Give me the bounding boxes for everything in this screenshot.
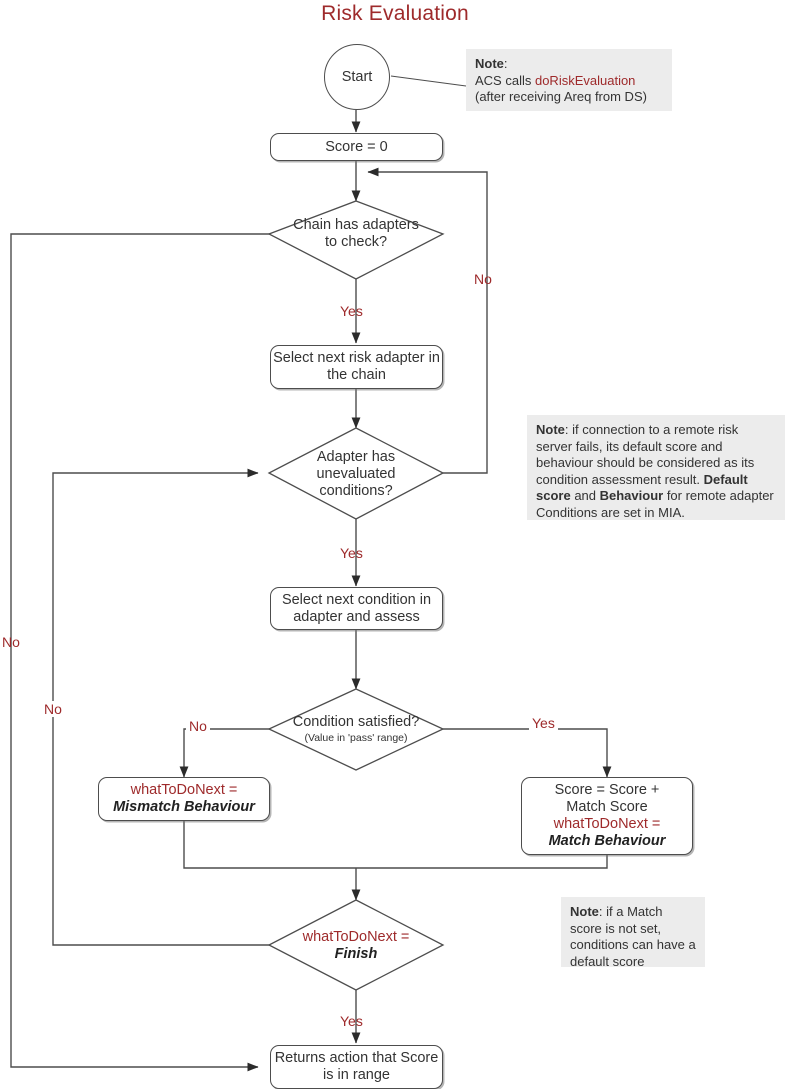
note-do-risk-evaluation: Note: ACS calls doRiskEvaluation (after … <box>466 49 672 111</box>
edge-label-finish-yes: Yes <box>340 1013 363 1029</box>
node-select-adapter[interactable]: Select next risk adapter in the chain <box>270 345 443 389</box>
node-match-line2: Match Score <box>566 799 648 815</box>
node-chain-has-adapters[interactable]: Chain has adapters to check? <box>268 214 444 254</box>
edge-label-chain-no: No <box>474 271 492 287</box>
note1-line2-red: doRiskEvaluation <box>534 72 636 88</box>
node-chain-line1: Chain has adapters <box>293 217 419 233</box>
node-mismatch-line1: whatToDoNext = <box>130 782 238 798</box>
node-start-label: Start <box>341 68 373 85</box>
node-match-line1: Score = Score + <box>554 782 660 798</box>
note3-text: : if a Match score is not set, condition… <box>570 904 696 969</box>
node-mismatch-line2: Mismatch Behaviour <box>113 799 255 815</box>
node-match-behaviour[interactable]: Score = Score + Match Score whatToDoNext… <box>521 777 693 855</box>
node-start[interactable]: Start <box>324 44 390 110</box>
note-remote-risk-server: Note: if connection to a remote risk ser… <box>527 415 785 520</box>
node-adapter-has-conditions[interactable]: Adapter has unevaluated conditions? <box>276 447 436 501</box>
note2-text2: and <box>570 488 600 503</box>
node-adapter-line3: conditions? <box>319 482 393 499</box>
note2-bold3: Behaviour <box>599 488 664 503</box>
node-select-condition-line2: adapter and assess <box>293 608 420 625</box>
edge-label-finish-no: No <box>42 701 64 717</box>
edge-label-condition-no: No <box>186 718 210 734</box>
node-score-zero-label: Score = 0 <box>325 138 388 155</box>
node-score-zero[interactable]: Score = 0 <box>270 133 443 161</box>
node-returns-line2: is in range <box>323 1067 390 1083</box>
node-chain-line2: to check? <box>324 234 388 250</box>
note1-line2-pre: ACS calls <box>475 72 535 88</box>
node-returns-action[interactable]: Returns action that Score is in range <box>270 1045 443 1089</box>
edge-label-adapter-no: No <box>2 634 20 650</box>
node-select-adapter-line2: the chain <box>327 367 386 383</box>
node-condition-satisfied[interactable]: Condition satisfied? (Value in 'pass' ra… <box>272 711 440 747</box>
node-adapter-line1: Adapter has <box>316 448 396 465</box>
node-adapter-line2: unevaluated <box>316 465 396 482</box>
node-select-condition[interactable]: Select next condition in adapter and ass… <box>270 587 443 630</box>
note1-line3: (after receiving Areq from DS) <box>475 89 647 104</box>
note2-text1: : if connection to a remote risk server … <box>536 422 755 487</box>
node-select-adapter-line1: Select next risk adapter in <box>273 350 440 366</box>
node-finish-line2: Finish <box>334 946 378 962</box>
note1-line2: ACS calls doRiskEvaluation <box>475 73 663 90</box>
node-returns-line1: Returns action that Score <box>274 1050 439 1066</box>
edge-label-chain-yes: Yes <box>340 303 363 319</box>
edge-label-condition-yes: Yes <box>529 715 558 731</box>
node-select-condition-line1: Select next condition in <box>281 591 432 608</box>
node-match-line4: Match Behaviour <box>548 833 666 849</box>
node-condition-line1: Condition satisfied? <box>292 713 420 730</box>
note2-bold: Note <box>536 422 565 437</box>
note1-line1: Note: <box>475 56 663 73</box>
note1-colon: : <box>503 56 508 71</box>
edge-label-adapter-yes: Yes <box>340 545 363 561</box>
node-mismatch-behaviour[interactable]: whatToDoNext = Mismatch Behaviour <box>98 777 270 821</box>
node-finish-line1: whatToDoNext = <box>302 929 410 945</box>
note2-text3: for remote adapter Conditions are set in… <box>536 488 774 520</box>
note1-bold: Note <box>475 56 504 71</box>
note-match-score-default: Note: if a Match score is not set, condi… <box>561 897 705 969</box>
note3-bold: Note <box>570 904 599 919</box>
page-title: Risk Evaluation <box>321 2 469 25</box>
node-finish-check[interactable]: whatToDoNext = Finish <box>276 927 436 965</box>
node-condition-line2: (Value in 'pass' range) <box>304 731 408 744</box>
node-match-line3: whatToDoNext = <box>553 816 661 832</box>
note2-bold2: Default score <box>536 471 748 504</box>
